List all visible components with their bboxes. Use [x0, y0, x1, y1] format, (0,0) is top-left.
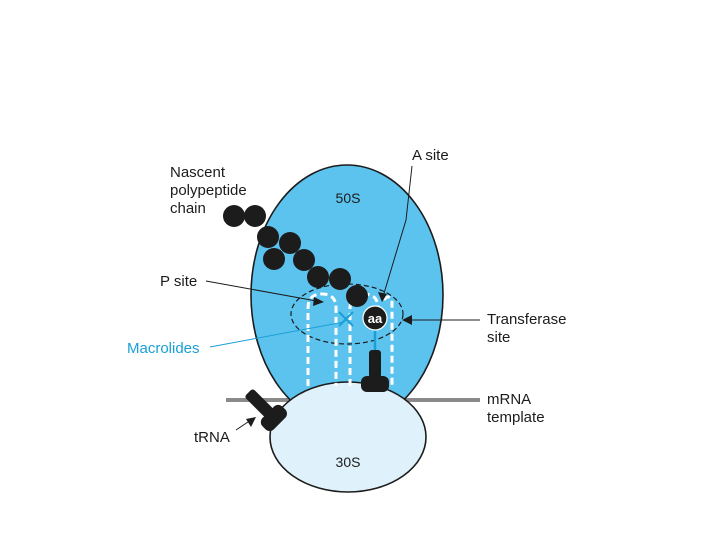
- binding-site-region: [290, 283, 404, 345]
- amino-acid-bead: [362, 305, 388, 331]
- chain-bead: [244, 205, 266, 227]
- p-site-pointer: [205, 280, 323, 303]
- macrolides-pointer: [209, 321, 345, 348]
- amino-acid-label: aa: [368, 311, 383, 326]
- transferase-label-line1: Transferase: [487, 311, 566, 328]
- a-site-label: A site: [412, 147, 449, 164]
- p-site-arrowhead: [313, 297, 324, 306]
- chain-bead: [329, 268, 351, 290]
- a-site-arrowhead: [378, 292, 387, 302]
- chain-bead: [346, 285, 368, 307]
- arrow-heads: [246, 292, 412, 427]
- small-subunit-30s: [269, 381, 427, 493]
- chain-bead: [307, 266, 329, 288]
- a-site-pointer: [381, 165, 413, 301]
- mrna-label-line1: mRNA: [487, 391, 531, 408]
- subunit-50s-label: 50S: [336, 190, 361, 206]
- mrna-label-line2: template: [487, 409, 545, 426]
- chain-bead: [223, 205, 245, 227]
- chain-bead: [293, 249, 315, 271]
- chain-bead: [279, 232, 301, 254]
- macrolides-label: Macrolides: [127, 340, 200, 357]
- transferase-label-line2: site: [487, 329, 510, 346]
- trna-arrowhead: [246, 417, 256, 427]
- nascent-label-line3: chain: [170, 200, 206, 217]
- transferase-arrowhead: [402, 315, 412, 325]
- macrolide-block-icon: [338, 311, 354, 327]
- trna-incoming: [245, 389, 287, 431]
- p-site-label: P site: [160, 273, 197, 290]
- nascent-label-line2: polypeptide: [170, 182, 247, 199]
- chain-bead: [263, 248, 285, 270]
- nascent-label-line1: Nascent: [170, 164, 226, 181]
- trna-a-site: [361, 350, 389, 392]
- polypeptide-chain: [223, 205, 368, 307]
- subunit-30s-label: 30S: [336, 454, 361, 470]
- trna-label: tRNA: [194, 429, 230, 446]
- chain-bead: [257, 226, 279, 248]
